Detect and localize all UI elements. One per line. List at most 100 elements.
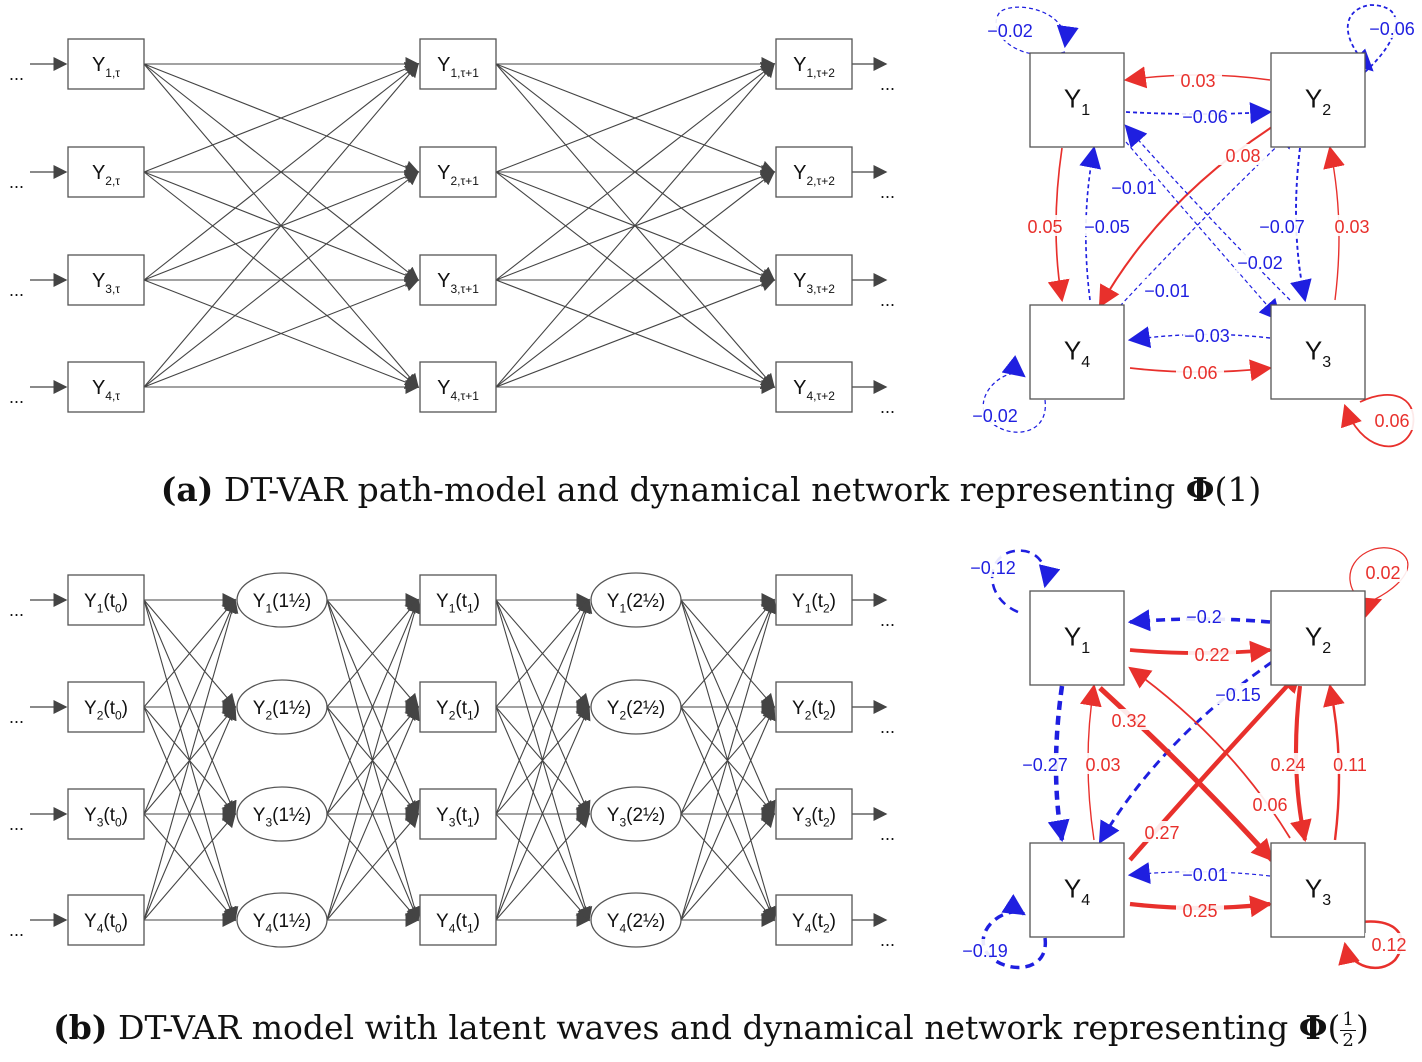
- caption-a-symbol: Φ: [1185, 470, 1215, 509]
- panel-b-path-arrow: [326, 598, 420, 815]
- node-label: Y3,τ+1: [437, 270, 479, 296]
- edge-label-bg: [1246, 793, 1294, 814]
- node-label: Y3(t0): [84, 805, 128, 830]
- edge-label-bg: [1143, 279, 1191, 300]
- path-model-arrows: [30, 57, 888, 927]
- panel-b-path-arrow: [495, 598, 593, 921]
- panel-b-ellipsis-right: ...: [880, 824, 895, 844]
- node-label: Y2,τ: [92, 162, 120, 188]
- edge-label-bg: [1181, 105, 1229, 126]
- b-edge-label-3-to-3: 0.12: [1371, 935, 1406, 955]
- edge-label-bg: [971, 404, 1019, 425]
- node-label: Y2: [1305, 621, 1331, 657]
- panel-a-node-1-2: Y3,τ+1: [419, 254, 497, 306]
- edge-label-bg: [1328, 215, 1376, 236]
- latent-node-ellipse: [236, 572, 328, 628]
- panel-b-ellipsis-left: ...: [9, 600, 24, 620]
- panel-b-path-arrow: [680, 812, 775, 921]
- panel-b-node-2-2: Y3(t1): [419, 788, 497, 840]
- network-node-box: [1270, 52, 1366, 148]
- network-node-box: [1029, 590, 1125, 686]
- a-edge-label-4-to-3: 0.06: [1182, 363, 1217, 383]
- a-edge-label-3-to-2: 0.03: [1334, 217, 1369, 237]
- edge-label-bg: [1326, 753, 1374, 774]
- panel-b-node-2-0: Y1(t1): [419, 574, 497, 626]
- panel-b-ellipsis-right: ...: [880, 717, 895, 737]
- observed-node-box: [419, 146, 497, 198]
- a-edge-label-4-to-1: −0.05: [1084, 217, 1130, 237]
- node-label: Y1(t2): [792, 591, 836, 616]
- a-edge-label-2-to-3: −0.07: [1259, 217, 1305, 237]
- edge-label-bg: [1181, 863, 1229, 884]
- node-label: Y1: [1064, 621, 1090, 657]
- network-node-box: [1029, 52, 1125, 148]
- edge-label-bg: [961, 939, 1009, 960]
- caption-a-label: (a): [160, 470, 214, 509]
- b-edge-label-2-to-1: −0.2: [1186, 607, 1222, 627]
- panel-b-path-arrow: [143, 598, 236, 708]
- node-label: Y1,τ: [92, 54, 120, 80]
- observed-node-box: [67, 894, 145, 946]
- panel-a-path-arrow: [143, 62, 419, 388]
- node-label: Y4,τ+1: [437, 377, 479, 403]
- panel-b-path-arrow: [326, 598, 422, 921]
- observed-node-box: [775, 146, 853, 198]
- observed-node-box: [67, 146, 145, 198]
- observed-node-box: [67, 254, 145, 306]
- b-edge-label-3-to-1: 0.06: [1252, 795, 1287, 815]
- caption-a-text: DT-VAR path-model and dynamical network …: [223, 470, 1176, 509]
- observed-node-box: [419, 254, 497, 306]
- panel-b-ellipsis-left: ...: [9, 920, 24, 940]
- panel-a-ellipsis-left: ...: [9, 387, 24, 407]
- diagram-nodes: Y1,τY2,τY3,τY4,τY1,τ+1Y2,τ+1Y3,τ+1Y4,τ+1…: [67, 38, 1366, 948]
- caption-b-frac-num: 1: [1340, 1009, 1356, 1031]
- a-edge-label-3-to-4: −0.03: [1184, 326, 1230, 346]
- node-label: Y4(t2): [792, 911, 836, 936]
- panel-b-ellipsis-right: ...: [880, 610, 895, 630]
- observed-node-box: [775, 361, 853, 413]
- edge-label-bg: [1110, 176, 1158, 197]
- node-label: Y1(1½): [253, 591, 311, 616]
- panel-b-node-3-0: Y1(2½): [590, 572, 682, 628]
- a-edge-label-3-to-3: 0.06: [1374, 411, 1409, 431]
- panel-a-path-arrow: [143, 63, 420, 281]
- b-network-node-4: Y4: [1029, 842, 1125, 938]
- panel-b-path-arrow: [326, 812, 419, 921]
- panel-b-path-arrow: [495, 598, 591, 815]
- panel-b-node-1-3: Y4(1½): [236, 892, 328, 948]
- panel-b-path-arrow: [680, 598, 775, 708]
- edge-label-bg: [1359, 561, 1407, 582]
- panel-b-node-0-3: Y4(t0): [67, 894, 145, 946]
- panel-b-path-arrow: [326, 598, 419, 708]
- b-edge-label-4-to-1: 0.03: [1085, 755, 1120, 775]
- a-edge-label-4-to-2: −0.01: [1144, 281, 1190, 301]
- node-label: Y1(t0): [84, 591, 128, 616]
- edge-label-bg: [1176, 361, 1224, 382]
- a-network-node-2: Y2: [1270, 52, 1366, 148]
- panel-b-path-arrow: [680, 598, 776, 815]
- node-label: Y2,τ+2: [793, 162, 835, 188]
- b-edge-label-1-to-4: −0.27: [1022, 755, 1068, 775]
- panel-a-node-2-0: Y1,τ+2: [775, 38, 853, 90]
- edge-label-bg: [1105, 709, 1153, 730]
- panel-a-ellipsis-left: ...: [9, 280, 24, 300]
- node-label: Y1: [1064, 83, 1090, 119]
- node-label: Y2(t2): [792, 698, 836, 723]
- edge-label-bg: [1258, 215, 1306, 236]
- b-edge-label-2-to-4: −0.15: [1215, 685, 1261, 705]
- edge-label-bg: [1219, 144, 1267, 165]
- node-label: Y3: [1305, 335, 1331, 371]
- edge-label-bg: [1183, 324, 1231, 345]
- node-label: Y3: [1305, 873, 1331, 909]
- edge-label-bg: [1174, 69, 1222, 90]
- b-edge-2-to-4: [1098, 660, 1273, 844]
- b-network-node-2: Y2: [1270, 590, 1366, 686]
- caption-b-frac-den: 2: [1342, 1029, 1354, 1051]
- a-edge-2-to-2: [1346, 4, 1397, 73]
- panel-b-node-2-3: Y4(t1): [419, 894, 497, 946]
- b-edge-label-4-to-2: 0.27: [1144, 823, 1179, 843]
- node-label: Y4,τ+2: [793, 377, 835, 403]
- panel-a-ellipsis-left: ...: [9, 64, 24, 84]
- a-edge-label-4-to-4: −0.02: [972, 406, 1018, 426]
